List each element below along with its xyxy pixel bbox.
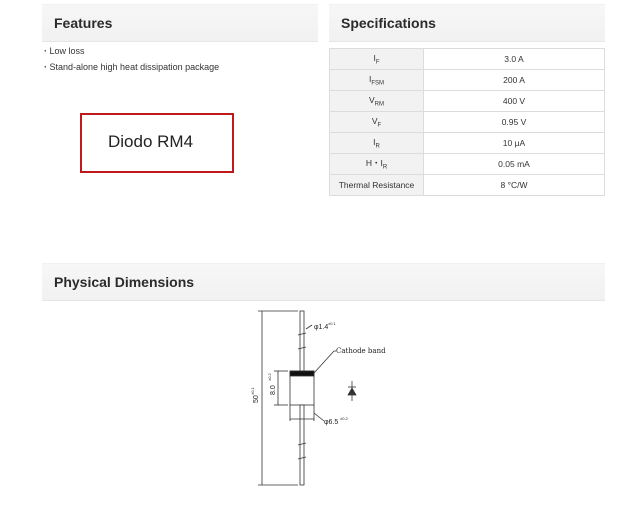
spec-symbol: I [368,73,372,84]
cathode-band-label: Cathode band [336,347,386,355]
spec-symbol: V [368,94,375,105]
product-name-box: Diodo RM4 [80,113,234,173]
spec-parameter: VF [329,111,424,133]
spec-value: 0.95 V [423,111,605,133]
bottom-lead [299,404,305,486]
spec-parameter: IFSM [329,69,424,91]
spec-subscript: F [375,59,380,66]
spec-subscript: F [377,122,382,129]
spec-value: 200 A [423,69,605,91]
spec-value: 8 °C/W [423,174,605,196]
spec-value: 400 V [423,90,605,112]
dimensions-title: Physical Dimensions [54,274,195,290]
features-header: Features [42,4,318,42]
spec-parameter: H・IR [329,153,424,175]
total-length-label: 50 [253,395,260,403]
spec-parameter: IF [329,48,424,70]
lead-diameter-tol: ±0.1 [328,321,337,326]
spec-parameter: VRM [329,90,424,112]
dimensions-header: Physical Dimensions [42,263,605,301]
feature-item: Low loss [44,44,219,60]
body-diameter-label: φ6.5 [324,419,338,426]
body-length-label: 8.0 [270,385,277,395]
spec-subscript: R [382,164,388,171]
spec-symbol: V [371,115,378,126]
top-lead [299,310,305,372]
spec-subscript: FSM [371,80,385,87]
spec-value: 0.05 mA [423,153,605,175]
features-list: Low loss Stand-alone high heat dissipati… [44,44,220,76]
spec-row: Thermal Resistance 8 °C/W [329,174,605,196]
spec-value: 10 μA [423,132,605,154]
body-diameter-tol: ±0.2 [340,416,349,421]
spec-symbol: Thermal Resistance [338,180,415,190]
spec-parameter: Thermal Resistance [329,174,424,196]
specifications-title: Specifications [341,15,436,31]
specifications-header: Specifications [329,4,605,42]
total-length-tol: ±0.1 [250,386,255,395]
product-name: Diodo RM4 [108,132,194,151]
features-title: Features [54,15,113,31]
lead-diameter-label: φ1.4 [314,324,328,331]
diode-dimension-drawing: φ1.4 ±0.1 Cathode band φ6.5 ±0.2 8.0 ±0.… [250,310,386,486]
spec-value: 3.0 A [423,48,605,70]
spec-subscript: R [375,143,380,150]
spec-subscript: RM [374,101,384,108]
cathode-band [289,370,315,377]
feature-item: Stand-alone high heat dissipation packag… [44,60,220,76]
spec-symbol: I [373,136,376,147]
body-length-tol: ±0.2 [267,372,272,381]
spec-symbol: H・I [365,158,383,169]
spec-parameter: IR [329,132,424,154]
spec-symbol: I [373,52,376,63]
